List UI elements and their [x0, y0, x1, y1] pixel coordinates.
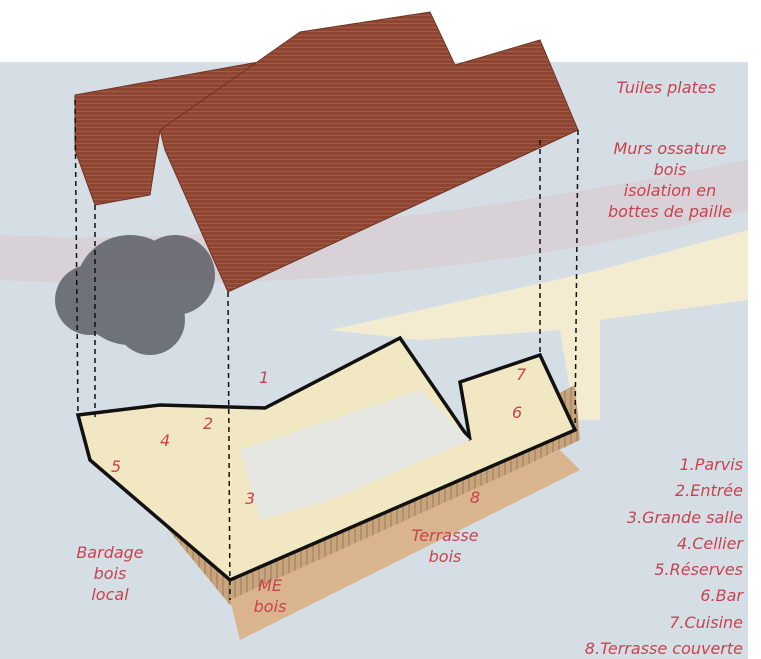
legend-item: 2.Entrée [674, 481, 743, 501]
parvis-path [330, 230, 748, 420]
cladding-label: Bardage bois local [70, 542, 150, 605]
terrace-deck [230, 450, 580, 640]
terrace-label: Terrasse bois [405, 525, 485, 567]
legend-item: 1.Parvis [679, 455, 743, 474]
me-line: bois [253, 597, 287, 616]
walls-label: Murs ossature bois isolation en bottes d… [600, 138, 740, 222]
legend-item: 4.Cellier [676, 533, 743, 553]
zone-number: 1 [259, 368, 270, 387]
cladding-line: bois [93, 564, 127, 583]
zone-number: 6 [512, 403, 523, 422]
cladding-line: Bardage [76, 543, 144, 562]
tree-shadow [55, 235, 215, 355]
zone-number: 8 [470, 488, 481, 507]
me-line: ME [258, 576, 282, 595]
walls-line: isolation en [623, 181, 717, 200]
legend: 1.Parvis 2.Entrée 3.Grande salle 4.Celli… [585, 452, 743, 659]
walls-line: bottes de paille [608, 202, 732, 221]
legend-item: 7.Cuisine [669, 612, 743, 632]
legend-item: 3.Grande salle [626, 507, 743, 527]
walls-line: bois [653, 160, 687, 179]
zone-number: 3 [245, 489, 256, 508]
cladding-line: local [91, 585, 129, 604]
legend-item: 6.Bar [700, 586, 743, 606]
projection-lines [74, 99, 579, 601]
hall-floor [240, 390, 470, 520]
zone-number: 2 [203, 414, 214, 433]
legend-item: 8.Terrasse couverte [584, 639, 743, 659]
roof-main [159, 11, 579, 293]
walls-line: Murs ossature [613, 139, 727, 158]
zone-number: 7 [516, 365, 527, 384]
me-label: ME bois [245, 575, 295, 617]
legend-item: 5.Réserves [654, 560, 743, 580]
terrace-line: bois [428, 547, 462, 566]
zone-number: 4 [160, 431, 171, 450]
zone-number: 5 [111, 457, 122, 476]
roof-label: Tuiles plates [616, 78, 716, 97]
terrace-line: Terrasse [411, 526, 479, 545]
